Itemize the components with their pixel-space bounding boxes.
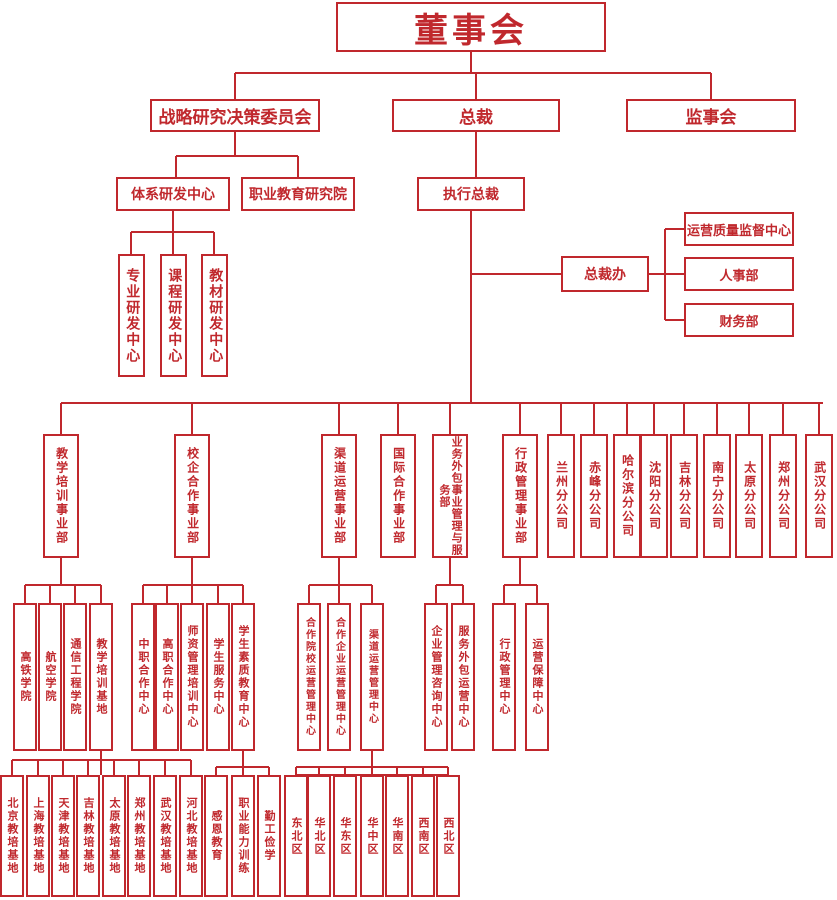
- channel-unit-box: 渠道运营管理中心: [360, 603, 384, 751]
- quality-program-box: 感恩教育: [204, 775, 228, 897]
- division-box: 教学培训事业部: [43, 434, 79, 558]
- channel-unit-box: 合作企业运营管理中心: [327, 603, 351, 751]
- school-enterprise-unit-box: 学生服务中心: [206, 603, 230, 751]
- office-department-box: 人事部: [684, 257, 794, 291]
- division-box: 行政管理事业部: [502, 434, 538, 558]
- region-box: 华南区: [385, 775, 409, 897]
- division-box: 渠道运营事业部: [321, 434, 357, 558]
- training-base-box: 吉林教培基地: [76, 775, 100, 897]
- region-box: 华东区: [333, 775, 357, 897]
- school-enterprise-unit-box: 学生素质教育中心: [231, 603, 255, 751]
- division-box: 国际合作事业部: [380, 434, 416, 558]
- school-enterprise-unit-box: 中职合作中心: [131, 603, 155, 751]
- training-base-box: 河北教培基地: [179, 775, 203, 897]
- division-box: 校企合作事业部: [174, 434, 210, 558]
- school-enterprise-unit-box: 师资管理培训中心: [180, 603, 204, 751]
- branch-box: 吉林分公司: [670, 434, 698, 558]
- admin-unit-box: 运营保障中心: [525, 603, 549, 751]
- training-base-box: 上海教培基地: [26, 775, 50, 897]
- region-box: 西北区: [436, 775, 460, 897]
- rd-center-box: 专业研发中心: [118, 254, 145, 377]
- teaching-unit-box: 航空学院: [38, 603, 62, 751]
- region-box: 东北区: [284, 775, 308, 897]
- branch-box: 南宁分公司: [703, 434, 731, 558]
- training-base-box: 郑州教培基地: [127, 775, 151, 897]
- strategy-committee-box: 战略研究决策委员会: [150, 99, 320, 132]
- school-enterprise-unit-box: 高职合作中心: [155, 603, 179, 751]
- branch-box: 太原分公司: [735, 434, 763, 558]
- branch-box: 郑州分公司: [769, 434, 797, 558]
- training-base-box: 武汉教培基地: [153, 775, 177, 897]
- system-rd-center-box: 体系研发中心: [116, 177, 230, 211]
- training-base-box: 天津教培基地: [51, 775, 75, 897]
- branch-box: 沈阳分公司: [640, 434, 668, 558]
- teaching-unit-box: 通信工程学院: [63, 603, 87, 751]
- region-box: 华中区: [360, 775, 384, 897]
- branch-box: 武汉分公司: [805, 434, 833, 558]
- president-box: 总裁: [392, 99, 560, 132]
- outsourcing-unit-box: 服务外包运营中心: [451, 603, 475, 751]
- region-box: 西南区: [411, 775, 435, 897]
- outsourcing-unit-box: 企业管理咨询中心: [424, 603, 448, 751]
- branch-box: 赤峰分公司: [580, 434, 608, 558]
- branch-box: 兰州分公司: [547, 434, 575, 558]
- division-box: 业务外包事业管理与服务部: [432, 434, 468, 558]
- quality-program-box: 勤工俭学: [257, 775, 281, 897]
- admin-unit-box: 行政管理中心: [492, 603, 516, 751]
- supervisors-box: 监事会: [626, 99, 796, 132]
- vocational-institute-box: 职业教育研究院: [241, 177, 355, 211]
- office-department-box: 运营质量监督中心: [684, 212, 794, 246]
- office-department-box: 财务部: [684, 303, 794, 337]
- teaching-unit-box: 教学培训基地: [89, 603, 113, 751]
- rd-center-box: 课程研发中心: [160, 254, 187, 377]
- teaching-unit-box: 高铁学院: [13, 603, 37, 751]
- president-office-box: 总裁办: [561, 256, 649, 292]
- branch-box: 哈尔滨分公司: [613, 434, 641, 558]
- board-box: 董事会: [336, 2, 606, 52]
- region-box: 华北区: [307, 775, 331, 897]
- training-base-box: 太原教培基地: [102, 775, 126, 897]
- quality-program-box: 职业能力训练: [231, 775, 255, 897]
- training-base-box: 北京教培基地: [0, 775, 24, 897]
- rd-center-box: 教材研发中心: [201, 254, 228, 377]
- channel-unit-box: 合作院校运营管理中心: [297, 603, 321, 751]
- executive-president-box: 执行总裁: [417, 177, 525, 211]
